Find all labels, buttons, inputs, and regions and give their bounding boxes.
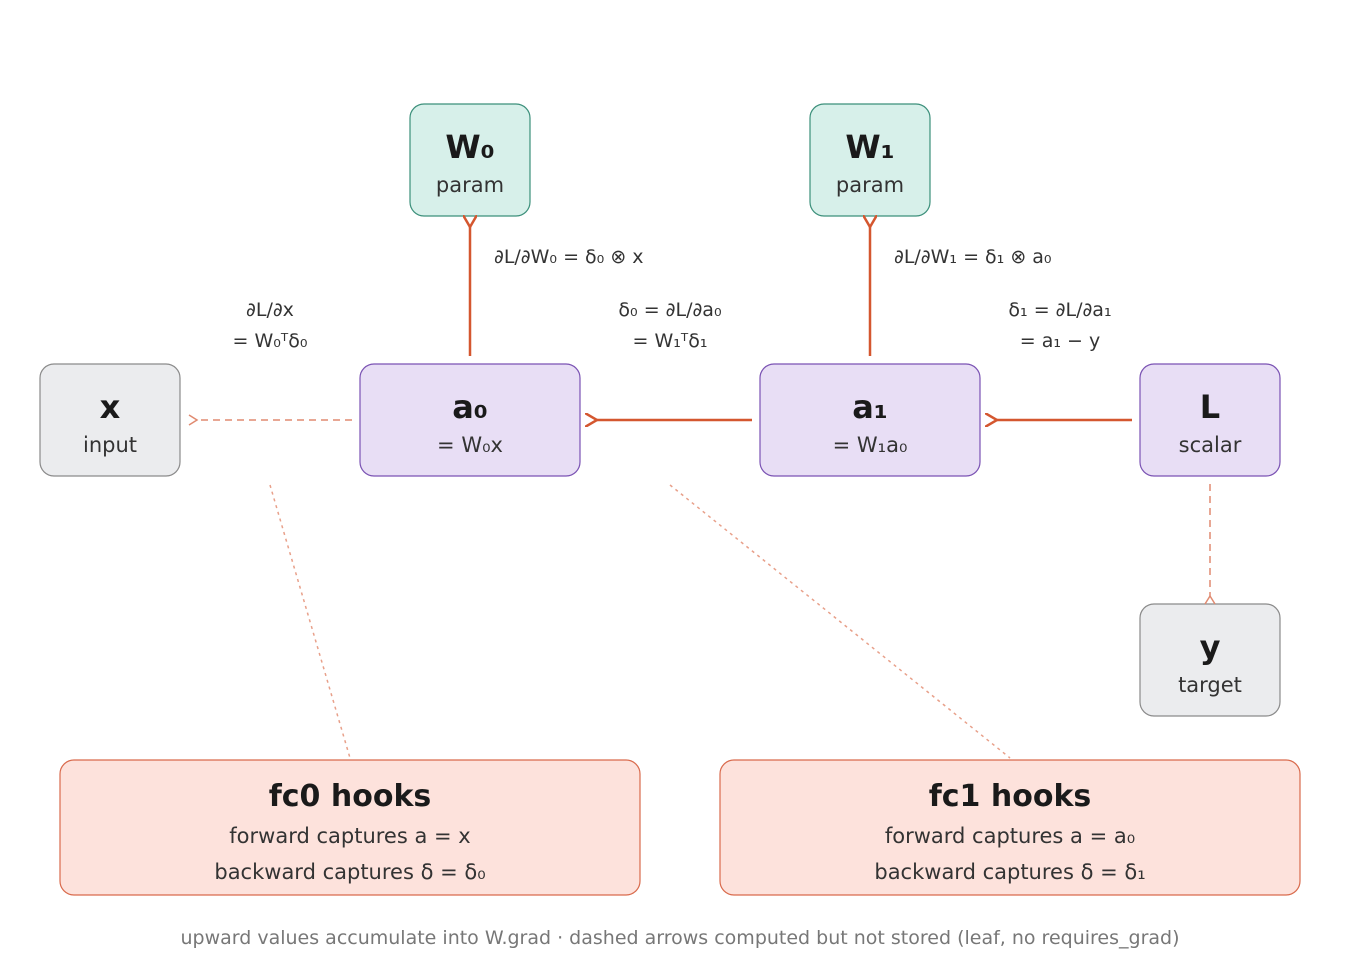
label-delta0-line2: = W₁ᵀδ₁ bbox=[633, 330, 708, 352]
node-a0-title: a₀ bbox=[452, 388, 488, 426]
node-y-title: y bbox=[1200, 628, 1221, 666]
node-a1-sub: = W₁a₀ bbox=[833, 433, 908, 457]
label-delta1-line2: = a₁ − y bbox=[1020, 330, 1100, 352]
node-w0-title: W₀ bbox=[445, 128, 494, 166]
diagram-caption: upward values accumulate into W.grad · d… bbox=[180, 927, 1179, 949]
node-w1: W₁ param bbox=[809, 103, 931, 217]
node-w0: W₀ param bbox=[409, 103, 531, 217]
fc0-hooks-forward: forward captures a = x bbox=[229, 824, 470, 848]
node-loss-sub: scalar bbox=[1179, 433, 1242, 457]
node-w1-sub: param bbox=[836, 173, 904, 197]
fc0-hooks-box: fc0 hooks forward captures a = x backwar… bbox=[59, 759, 641, 896]
fc1-hook-connector bbox=[669, 484, 1011, 759]
fc0-hooks-backward: backward captures δ = δ₀ bbox=[214, 860, 485, 884]
node-a0: a₀ = W₀x bbox=[359, 363, 581, 477]
node-x-title: x bbox=[100, 388, 121, 426]
node-loss: L scalar bbox=[1139, 363, 1281, 477]
label-delta0-line1: δ₀ = ∂L/∂a₀ bbox=[618, 299, 721, 321]
fc1-hooks-forward: forward captures a = a₀ bbox=[885, 824, 1135, 848]
fc0-hooks-title: fc0 hooks bbox=[269, 779, 432, 814]
node-x-sub: input bbox=[83, 433, 137, 457]
node-y: y target bbox=[1139, 603, 1281, 717]
node-loss-title: L bbox=[1200, 388, 1220, 426]
fc1-hooks-backward: backward captures δ = δ₁ bbox=[874, 860, 1145, 884]
label-delta1-line1: δ₁ = ∂L/∂a₁ bbox=[1008, 299, 1111, 321]
node-y-sub: target bbox=[1178, 673, 1242, 697]
fc1-hooks-box: fc1 hooks forward captures a = a₀ backwa… bbox=[719, 759, 1301, 896]
node-w1-title: W₁ bbox=[845, 128, 894, 166]
label-grad-w1: ∂L/∂W₁ = δ₁ ⊗ a₀ bbox=[894, 246, 1052, 268]
label-grad-w0: ∂L/∂W₀ = δ₀ ⊗ x bbox=[494, 246, 644, 268]
node-a0-sub: = W₀x bbox=[437, 433, 503, 457]
label-grad-x-line1: ∂L/∂x bbox=[246, 299, 294, 321]
node-a1: a₁ = W₁a₀ bbox=[759, 363, 981, 477]
node-x: x input bbox=[39, 363, 181, 477]
label-grad-x-line2: = W₀ᵀδ₀ bbox=[233, 330, 308, 352]
node-w0-sub: param bbox=[436, 173, 504, 197]
fc1-hooks-title: fc1 hooks bbox=[929, 779, 1092, 814]
fc0-hook-connector bbox=[269, 484, 351, 759]
node-a1-title: a₁ bbox=[852, 388, 888, 426]
